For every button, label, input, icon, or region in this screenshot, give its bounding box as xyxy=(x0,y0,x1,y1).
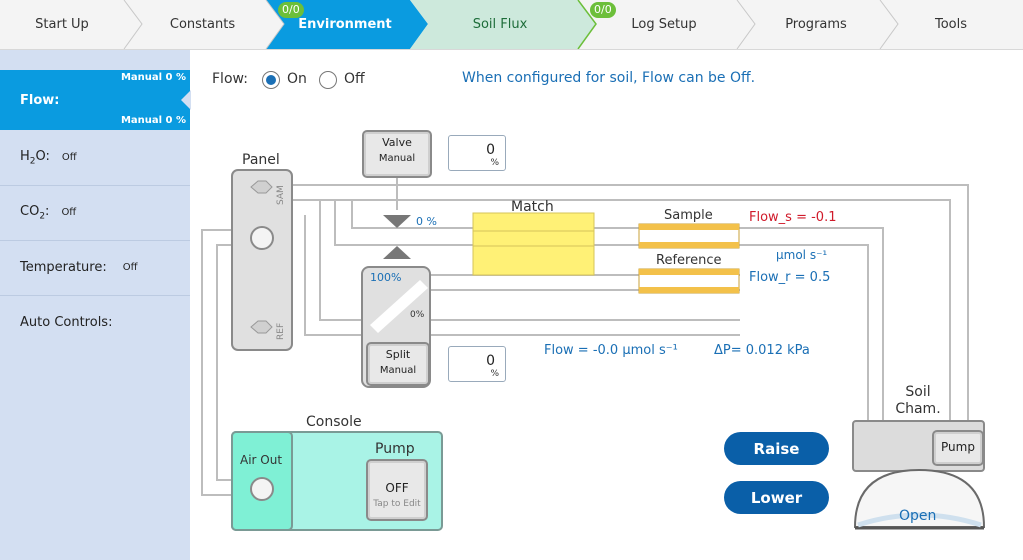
reference-label: Reference xyxy=(656,253,722,268)
split-percent-value: 0 xyxy=(486,353,495,369)
flow-r-readout: Flow_r = 0.5 xyxy=(749,270,831,285)
chamber-state-label: Open xyxy=(899,508,937,524)
valve-mode: Manual xyxy=(378,153,416,164)
match-label: Match xyxy=(511,199,554,215)
top-tab-bar: Start Up Constants Environment 0/0 Soil … xyxy=(0,0,1023,50)
split-label: Split xyxy=(385,348,411,361)
tab-start-up[interactable]: Start Up xyxy=(35,17,89,32)
sam-label: SAM xyxy=(276,185,286,205)
delta-p-readout: ΔP= 0.012 kPa xyxy=(714,343,810,358)
chamber-pump-button[interactable]: Pump xyxy=(932,430,984,466)
total-flow-readout: Flow = -0.0 µmol s⁻¹ xyxy=(544,343,678,358)
tab-programs[interactable]: Programs xyxy=(785,17,847,32)
sidebar: Manual 0 % Flow: Manual 0 % H2O: Off CO2… xyxy=(0,50,191,560)
sidebar-item-label: Flow: xyxy=(20,92,60,108)
flow-note: When configured for soil, Flow can be Of… xyxy=(462,70,756,86)
pump-title: Pump xyxy=(375,441,415,457)
flow-on-radio[interactable] xyxy=(262,71,280,89)
flow-unit-label: µmol s⁻¹ xyxy=(776,248,828,262)
sidebar-item-flow[interactable]: Manual 0 % Flow: Manual 0 % xyxy=(0,70,191,130)
h2o-value: Off xyxy=(61,152,77,163)
flow-off-label[interactable]: Off xyxy=(344,71,365,87)
tab-background xyxy=(123,0,899,49)
sidebar-item-label: Auto Controls: xyxy=(20,315,113,330)
co2-value: Off xyxy=(61,207,77,218)
tab-log-setup[interactable]: Log Setup xyxy=(631,17,697,32)
pump-button[interactable]: OFF Tap to Edit xyxy=(366,459,428,521)
flow-manual-bottom: Manual 0 % xyxy=(120,115,186,126)
valve-percent-readout: 0 % xyxy=(416,215,437,228)
air-out-label: Air Out xyxy=(240,453,283,467)
split-top-percent: 100% xyxy=(370,271,402,284)
flow-label: Flow: xyxy=(212,71,248,87)
panel-label: Panel xyxy=(242,152,280,168)
tab-tools[interactable]: Tools xyxy=(934,17,968,32)
split-button[interactable]: Split Manual xyxy=(366,342,430,386)
sidebar-item-auto-controls[interactable]: Auto Controls: xyxy=(0,295,190,350)
sample-label: Sample xyxy=(664,208,713,223)
selected-pointer-icon xyxy=(181,90,191,110)
valve-label: Valve xyxy=(382,136,412,149)
console-label: Console xyxy=(306,414,362,430)
environment-badge: 0/0 xyxy=(278,2,304,18)
flow-on-label[interactable]: On xyxy=(287,71,307,87)
sidebar-item-temperature[interactable]: Temperature: Off xyxy=(0,240,190,296)
temperature-value: Off xyxy=(122,262,138,273)
tab-environment[interactable]: Environment xyxy=(298,17,392,32)
valve-percent-value: 0 xyxy=(486,142,495,158)
log-setup-badge: 0/0 xyxy=(590,2,616,18)
sidebar-item-label: Temperature: xyxy=(20,260,107,275)
pump-hint: Tap to Edit xyxy=(373,499,421,509)
flow-manual-top: Manual 0 % xyxy=(120,72,186,83)
lower-button[interactable]: Lower xyxy=(724,481,829,514)
ref-label: REF xyxy=(276,322,286,340)
pump-state: OFF xyxy=(385,481,409,495)
split-mid-percent: 0% xyxy=(410,310,425,320)
valve-percent-input[interactable]: 0 % xyxy=(448,135,506,171)
raise-button[interactable]: Raise xyxy=(724,432,829,465)
split-mode: Manual xyxy=(379,365,417,376)
split-percent-unit: % xyxy=(490,369,499,379)
split-percent-input[interactable]: 0 % xyxy=(448,346,506,382)
flow-s-readout: Flow_s = -0.1 xyxy=(749,210,837,225)
sidebar-item-h2o[interactable]: H2O: Off xyxy=(0,130,190,186)
tab-constants[interactable]: Constants xyxy=(169,17,236,32)
tab-soil-flux[interactable]: Soil Flux xyxy=(472,17,528,32)
sidebar-item-label: H2O: xyxy=(20,148,50,167)
sidebar-item-co2[interactable]: CO2: Off xyxy=(0,185,190,241)
valve-percent-unit: % xyxy=(490,158,499,168)
flow-off-radio[interactable] xyxy=(319,71,337,89)
valve-button[interactable]: Valve Manual xyxy=(362,130,432,178)
sidebar-item-label: CO2: xyxy=(20,203,50,222)
